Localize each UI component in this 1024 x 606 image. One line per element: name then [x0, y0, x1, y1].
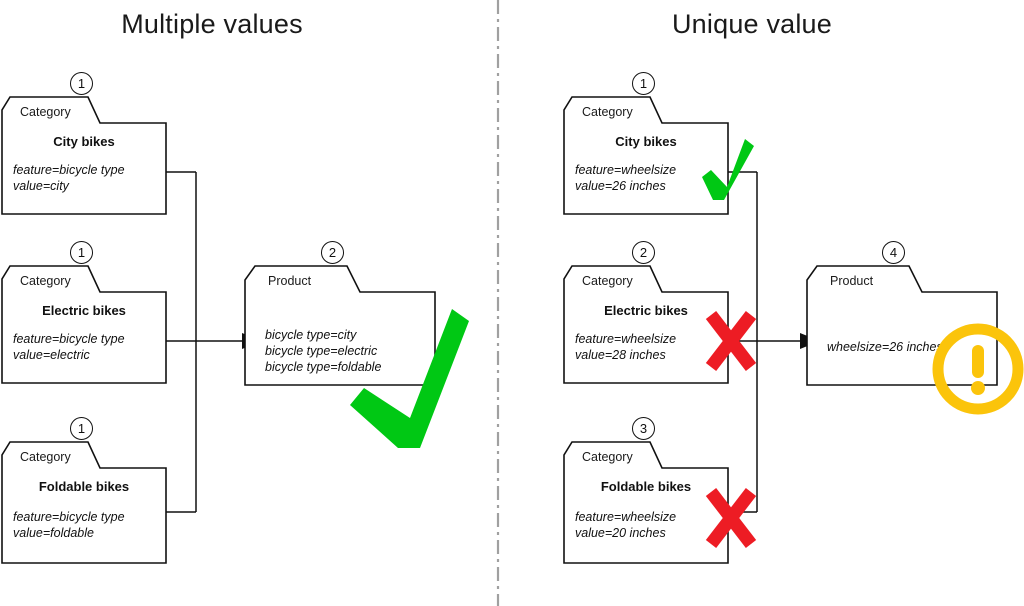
card-name-label: Electric bikes	[604, 303, 688, 318]
card-attr-line: feature=bicycle type	[13, 163, 125, 177]
card-attr-line: value=28 inches	[575, 348, 666, 362]
badge-left-product: 2	[321, 241, 344, 264]
card-type-label: Category	[20, 105, 71, 119]
card-category-city-bikes-right[interactable]: Category City bikes feature=wheelsize va…	[562, 96, 732, 216]
card-attr-line: feature=wheelsize	[575, 510, 677, 524]
warning-exclamation-icon	[932, 323, 1024, 415]
vertical-dash-dot-divider	[496, 0, 500, 606]
badge-left-card-1: 1	[70, 72, 93, 95]
card-attributes: feature=bicycle type value=foldable	[13, 509, 125, 541]
card-name-label: City bikes	[615, 134, 677, 149]
card-product-right[interactable]: Product wheelsize=26 inches	[805, 265, 1000, 387]
card-attributes: feature=bicycle type value=city	[13, 162, 125, 194]
card-category-city-bikes-left[interactable]: Category City bikes feature=bicycle type…	[0, 96, 170, 216]
check-icon-left-verdict	[350, 309, 469, 448]
card-attr-line: feature=bicycle type	[13, 510, 125, 524]
card-attr-line: value=electric	[13, 348, 90, 362]
card-name-label: Electric bikes	[42, 303, 126, 318]
badge-left-card-2: 1	[70, 241, 93, 264]
card-attributes: feature=bicycle type value=electric	[13, 331, 125, 363]
card-attr-line: value=foldable	[13, 526, 94, 540]
card-attr-line: value=26 inches	[575, 179, 666, 193]
card-attr-line: bicycle type=foldable	[265, 360, 382, 374]
card-attr-line: value=20 inches	[575, 526, 666, 540]
badge-right-card-3: 3	[632, 417, 655, 440]
panel-title-left: Multiple values	[121, 9, 303, 39]
badge-left-card-3: 1	[70, 417, 93, 440]
card-name-label: City bikes	[53, 134, 115, 149]
card-attributes: bicycle type=city bicycle type=electric …	[265, 327, 381, 375]
card-type-label: Product	[830, 274, 874, 288]
card-name-label: Foldable bikes	[600, 479, 692, 494]
card-attr-line: bicycle type=city	[265, 328, 357, 342]
card-product-left[interactable]: Product bicycle type=city bicycle type=e…	[243, 265, 438, 387]
card-category-foldable-bikes-left[interactable]: Category Foldable bikes feature=bicycle …	[0, 441, 170, 565]
card-category-electric-bikes-left[interactable]: Category Electric bikes feature=bicycle …	[0, 265, 170, 385]
badge-right-card-2: 2	[632, 241, 655, 264]
card-attributes: feature=wheelsize value=20 inches	[575, 509, 676, 541]
card-type-label: Category	[582, 105, 633, 119]
card-type-label: Category	[20, 274, 71, 288]
card-attr-line: wheelsize=26 inches	[827, 340, 943, 354]
badge-right-card-1: 1	[632, 72, 655, 95]
card-category-electric-bikes-right[interactable]: Category Electric bikes feature=wheelsiz…	[562, 265, 732, 385]
card-type-label: Category	[582, 274, 633, 288]
cross-icon-right-card-3	[705, 488, 757, 548]
card-attributes: feature=wheelsize value=26 inches	[575, 162, 676, 194]
card-type-label: Product	[268, 274, 312, 288]
card-attr-line: feature=wheelsize	[575, 163, 677, 177]
card-attr-line: feature=bicycle type	[13, 332, 125, 346]
card-type-label: Category	[20, 450, 71, 464]
badge-right-product: 4	[882, 241, 905, 264]
card-attr-line: bicycle type=electric	[265, 344, 378, 358]
card-name-label: Foldable bikes	[38, 479, 130, 494]
card-attributes: wheelsize=26 inches	[827, 339, 943, 355]
card-attr-line: feature=wheelsize	[575, 332, 677, 346]
cross-icon-right-card-2	[705, 311, 757, 371]
card-attributes: feature=wheelsize value=28 inches	[575, 331, 676, 363]
card-category-foldable-bikes-right[interactable]: Category Foldable bikes feature=wheelsiz…	[562, 441, 732, 565]
check-icon-right-card-1	[702, 139, 754, 200]
card-attr-line: value=city	[13, 179, 69, 193]
card-type-label: Category	[582, 450, 633, 464]
panel-title-right: Unique value	[671, 9, 832, 39]
